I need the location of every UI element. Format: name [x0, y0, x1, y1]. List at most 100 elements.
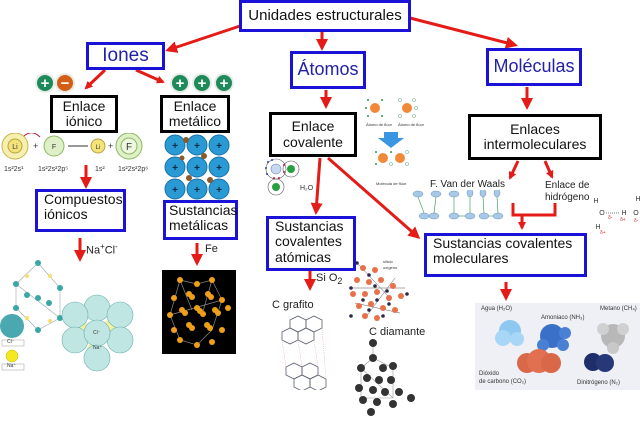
svg-text:δ-: δ-: [608, 215, 613, 221]
methane-label: Metano (CH₄): [600, 306, 637, 312]
cov-moleculares-line2: moleculares: [433, 250, 509, 267]
atomos-label: Átomos: [297, 59, 359, 80]
li-symbol: Li: [12, 144, 18, 151]
n2-model: [584, 353, 614, 372]
li-ion: [90, 138, 106, 154]
metal-cation-icon-3: +: [214, 73, 234, 93]
arrow-covalent-to-molecular: [327, 156, 421, 239]
svg-text:+: +: [194, 163, 200, 174]
nacl-lattice-illustration: [0, 260, 134, 372]
atomo-fluor-label-2: Átomo de flúor: [398, 122, 425, 127]
root-label: Unidades estructurales: [248, 6, 402, 24]
svg-text:+: +: [216, 141, 222, 152]
sustancias-metalicas-line1: Sustancias: [169, 202, 238, 218]
svg-text:+: +: [194, 141, 200, 152]
methane-model: [597, 323, 629, 354]
arrow-intermolecular-to-hbond: [543, 160, 554, 179]
config-li: 1s²2s¹: [4, 166, 24, 173]
hydrogen-bond-label: Enlace de hidrógeno: [545, 180, 590, 203]
node-enlace-covalente[interactable]: Enlace covalente: [269, 112, 357, 157]
cation-icon: +: [35, 73, 55, 93]
anion-icon: −: [55, 73, 75, 93]
li-atom-core: [7, 138, 23, 154]
cov-moleculares-line1: Sustancias covalentes: [433, 235, 573, 251]
li-ion-symbol: Li: [96, 145, 101, 151]
node-compuestos-ionicos[interactable]: Compuestos iónicos: [35, 189, 126, 232]
cov-atomicas-line3: atómicas: [275, 248, 332, 265]
node-iones[interactable]: Iones: [86, 42, 165, 70]
cl-legend-sphere: [0, 314, 24, 338]
graphite-label: C grafito: [272, 299, 314, 311]
van-der-waals-illustration: [412, 190, 504, 220]
node-atomos[interactable]: Átomos: [290, 51, 366, 89]
enlaces-intermoleculares-line2: intermoleculares: [483, 136, 587, 152]
compuestos-ionicos-line1: Compuestos: [44, 191, 123, 207]
svg-text:O: O: [633, 210, 639, 217]
water-model: [495, 320, 524, 346]
molecules-models: [495, 320, 629, 373]
svg-text:+: +: [172, 141, 178, 152]
svg-text:δ+: δ+: [600, 230, 606, 235]
diamond-label: C diamante: [369, 326, 426, 338]
cov-atomicas-line2: covalentes: [275, 233, 342, 250]
ionic-bond-equation-illustration: Li + F Li + F: [1, 133, 143, 160]
enlaces-intermoleculares-line1: Enlaces: [510, 120, 560, 137]
svg-text:+: +: [216, 185, 222, 196]
svg-text:+: +: [172, 185, 178, 196]
na-legend-sphere: [5, 349, 19, 363]
svg-text:δ+: δ+: [620, 217, 626, 223]
node-enlaces-intermoleculares[interactable]: Enlaces intermoleculares: [468, 114, 602, 160]
config-li-ion: 1s²: [95, 166, 105, 173]
fluorine-atom-2: [402, 103, 412, 113]
node-enlace-metalico[interactable]: Enlace metálico: [160, 95, 230, 133]
atomo-fluor-label-1: Átomo de flúor: [366, 122, 393, 127]
crystal-na-label: Na⁺: [93, 345, 103, 351]
fe-crystal-illustration: [162, 270, 236, 354]
f-ion-symbol: F: [126, 142, 132, 153]
nacl-formula: Na+Cl-: [86, 242, 118, 257]
node-sustancias-covalentes-moleculares[interactable]: Sustancias covalentes moleculares: [424, 233, 587, 277]
compuestos-ionicos-line2: iónicos: [44, 206, 88, 223]
enlace-metalico-line2: metálico: [168, 113, 222, 129]
sustancias-metalicas-line2: metálicas: [169, 217, 229, 234]
node-sustancias-covalentes-atomicas[interactable]: Sustancias covalentes atómicas: [266, 216, 356, 271]
fluorine-atom-1: [370, 103, 380, 113]
down-arrow-icon: [378, 132, 404, 148]
co2-label: Dióxido de carbono (CO₂): [479, 371, 527, 385]
metal-cation-icon-2: +: [192, 73, 212, 93]
arrow-intermolecular-to-vdw: [508, 160, 520, 180]
svg-text:O: O: [599, 210, 605, 217]
arrow-covalent-to-atomic: [310, 157, 323, 215]
n2-label: Dinitrógeno (N₂): [577, 380, 621, 386]
node-moleculas[interactable]: Moléculas: [486, 48, 582, 86]
svg-text:H: H: [593, 198, 598, 205]
node-sustancias-metalicas[interactable]: Sustancias metálicas: [163, 200, 238, 240]
sio2-label: Si O2: [316, 272, 343, 287]
root-node-unidades-estructurales[interactable]: Unidades estructurales: [239, 0, 411, 32]
enlace-covalente-line1: Enlace: [291, 118, 335, 135]
moleculas-label: Moléculas: [493, 56, 575, 77]
svg-text:+: +: [194, 185, 200, 196]
water-label: Agua (H₂O): [481, 306, 513, 312]
f-symbol: F: [52, 144, 56, 151]
electron-transfer-arrow: [23, 133, 41, 138]
fluorine-molecule-illustration: [365, 98, 418, 166]
svg-text:H: H: [635, 196, 640, 203]
oxigeno-legend: oxígeno: [383, 265, 398, 270]
molecules-examples-panel: [475, 303, 640, 390]
diamond-structure-illustration: [355, 339, 415, 416]
van-der-waals-label: F. Van der Waals: [430, 179, 506, 190]
f-ion-core: [120, 137, 138, 155]
na-legend-label: Na⁺: [7, 363, 17, 369]
cov-atomicas-line1: Sustancias: [275, 218, 344, 234]
config-f: 1s²2s²2p⁵: [38, 166, 69, 173]
enlace-covalente-line2: covalente: [283, 133, 343, 150]
node-enlace-ionico[interactable]: Enlace iónico: [50, 95, 118, 133]
metallic-lattice-illustration: +++ +++ +++: [164, 134, 230, 200]
co2-model: [517, 349, 561, 373]
enlace-metalico-line1: Enlace: [173, 97, 217, 114]
crystal-cl-label: Cl⁻: [93, 330, 101, 336]
arrow-root-to-molecules: [409, 16, 518, 49]
